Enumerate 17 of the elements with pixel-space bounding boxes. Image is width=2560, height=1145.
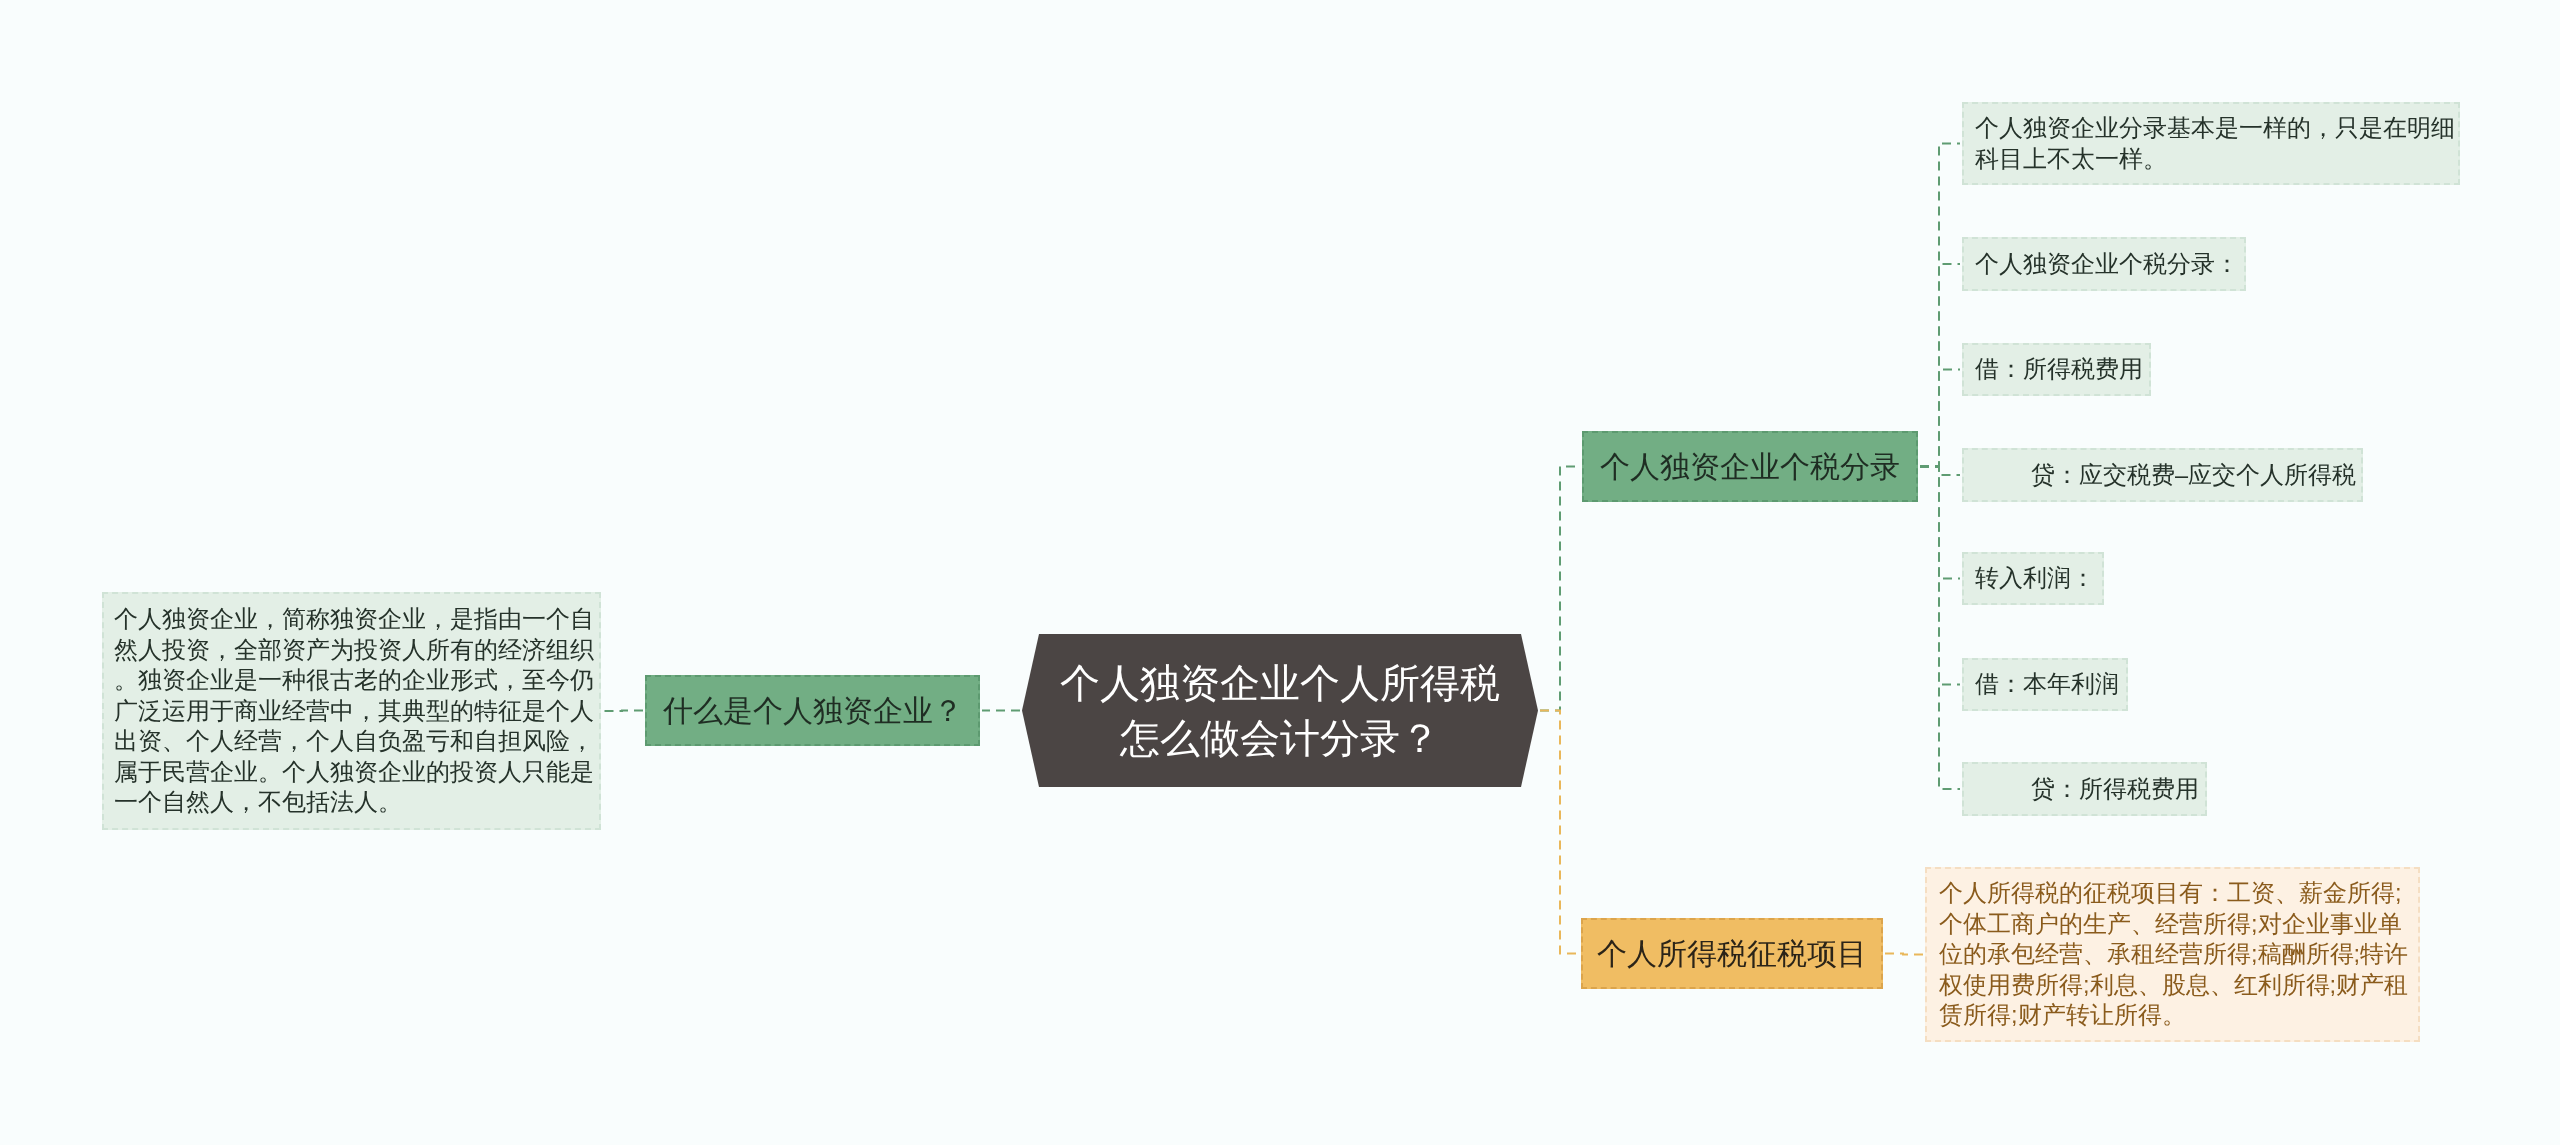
- central-topic: 个人独资企业个人所得税怎么做会计分录？: [1022, 634, 1538, 787]
- note-box: 借：本年利润: [1962, 658, 2128, 711]
- note-box: 借：所得税费用: [1962, 343, 2151, 396]
- branch-topic: 个人所得税征税项目: [1581, 918, 1883, 989]
- branch-topic: 个人独资企业个税分录: [1582, 431, 1918, 502]
- connector-line: [602, 709, 644, 712]
- branch-topic: 什么是个人独资企业？: [645, 675, 980, 746]
- connector-line: [1919, 465, 1961, 790]
- note-box: 个人独资企业，简称独资企业，是指由一个自然人投资，全部资产为投资人所有的经济组织。独资企业是一种很古老的企业形式，至今仍广泛运用于商业经营中，其典型的特征是个人出资、个人经营，个人自负盈亏和自担风险，属于民营企业。个人独资企业的投资人只能是一个自然人，不包括法人。: [102, 592, 601, 830]
- note-box: 转入利润：: [1962, 552, 2104, 605]
- note-box: 个人独资企业分录基本是一样的，只是在明细科目上不太一样。: [1962, 102, 2460, 185]
- note-box: 个人独资企业个税分录：: [1962, 237, 2246, 291]
- note-box: 个人所得税的征税项目有：工资、薪金所得;个体工商户的生产、经营所得;对企业事业单位的承包经营、承租经营所得;稿酬所得;特许权使用费所得;利息、股息、红利所得;财产租赁所得;财产转让所得。: [1925, 867, 2420, 1042]
- connector-line: [1884, 952, 1924, 956]
- note-box: 贷：应交税费–应交个人所得税: [1962, 448, 2363, 502]
- connector-line: [981, 709, 1021, 712]
- note-box: 贷：所得税费用: [1962, 762, 2207, 816]
